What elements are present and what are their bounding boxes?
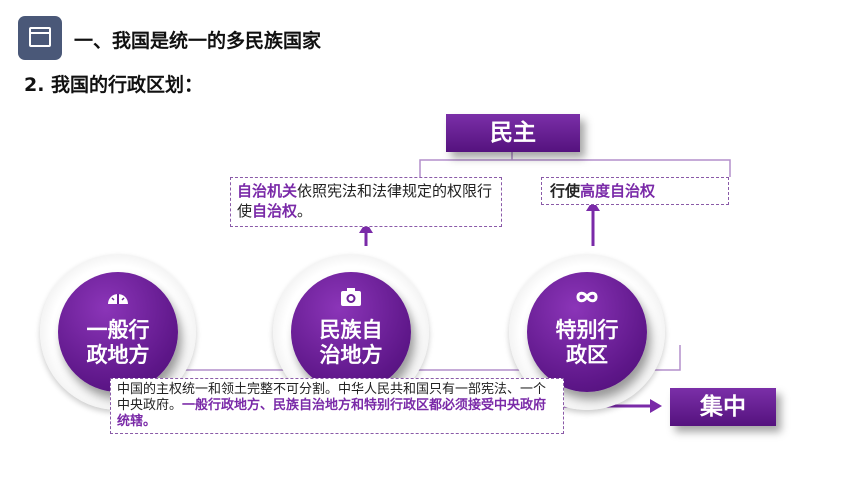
infinity-icon [576, 291, 598, 303]
ethnic-autonomy-line2: 治地方 [319, 343, 383, 367]
sovereignty-text: 中国的主权统一和领土完整不可分割。中华人民共和国只有一部宪法、一个中央政府。 [117, 382, 547, 413]
autonomy-note-end: 。 [297, 202, 313, 220]
section-title: 一、我国是统一的多民族国家 [74, 30, 322, 52]
sar-line1: 特别行 [555, 318, 619, 342]
sub-title: 2. 我国的行政区划： [24, 74, 204, 96]
header-slide-icon [18, 16, 62, 60]
central-jurisdiction-text: 一般行政地方、民族自治地方和特别行政区都必须接受中央政府统辖。 [117, 398, 547, 429]
autonomy-note-box: 自治机关依照宪法和法律规定的权限行使自治权。 [230, 177, 502, 227]
democracy-badge: 民主 [446, 114, 580, 152]
ethnic-autonomy-line1: 民族自 [319, 318, 383, 342]
sar-note-box: 行使高度自治权 [541, 177, 729, 205]
general-region-line1: 一般行 [86, 318, 150, 342]
sar-line2: 政区 [566, 343, 608, 367]
autonomy-right-text: 自治权 [252, 202, 298, 220]
centralism-badge: 集中 [670, 388, 776, 426]
autonomy-organ-text: 自治机关 [237, 182, 298, 200]
sar-note-verb: 行使 [550, 182, 581, 200]
camera-icon [341, 288, 361, 306]
sar-note-text: 高度自治权 [580, 182, 656, 200]
general-region-line2: 政地方 [86, 343, 150, 367]
central-authority-note-box: 中国的主权统一和领土完整不可分割。中华人民共和国只有一部宪法、一个中央政府。一般… [110, 378, 564, 434]
autonomy-note-text: 依照宪法和法律规定的权限行使 [237, 182, 493, 220]
gauge-icon [108, 294, 128, 304]
